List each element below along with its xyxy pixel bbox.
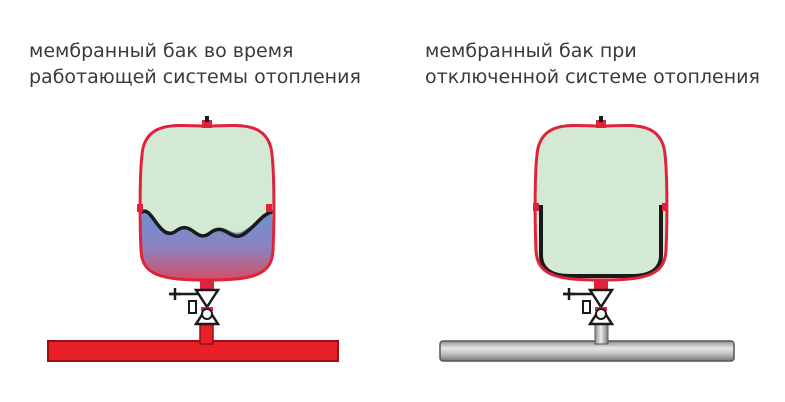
right-bottom-connector bbox=[594, 279, 608, 291]
left-caption-line2: работающей системы отопления bbox=[29, 66, 361, 88]
right-caption: мембранный бак при отключенной системе о… bbox=[425, 38, 760, 90]
left-tank-water bbox=[140, 211, 274, 281]
valve-icon bbox=[563, 288, 615, 326]
left-clamp-right bbox=[266, 204, 272, 212]
right-clamp-left bbox=[533, 203, 539, 211]
right-caption-line2: отключенной системе отопления bbox=[425, 66, 760, 88]
left-membrane bbox=[140, 209, 274, 238]
left-bottom-connector bbox=[200, 279, 214, 291]
left-tank-assembly bbox=[47, 116, 339, 362]
right-main-pipe bbox=[439, 340, 735, 362]
right-clamp-right bbox=[662, 203, 668, 211]
left-main-pipe bbox=[47, 340, 339, 362]
left-top-nipple bbox=[202, 120, 212, 128]
right-top-nipple bbox=[596, 120, 606, 128]
valve-icon bbox=[169, 288, 221, 326]
left-tank bbox=[137, 116, 276, 291]
right-tank-assembly bbox=[439, 116, 735, 362]
left-caption: мембранный бак во время работающей систе… bbox=[29, 38, 361, 90]
right-membrane bbox=[539, 205, 663, 278]
left-caption-line1: мембранный бак во время bbox=[29, 40, 294, 62]
right-top-valve-stem bbox=[599, 116, 603, 122]
left-clamp-left bbox=[137, 204, 143, 212]
right-tank-air-chamber bbox=[535, 125, 667, 281]
right-tank bbox=[533, 116, 669, 291]
left-top-valve-stem bbox=[205, 116, 209, 122]
right-caption-line1: мембранный бак при bbox=[425, 40, 637, 62]
